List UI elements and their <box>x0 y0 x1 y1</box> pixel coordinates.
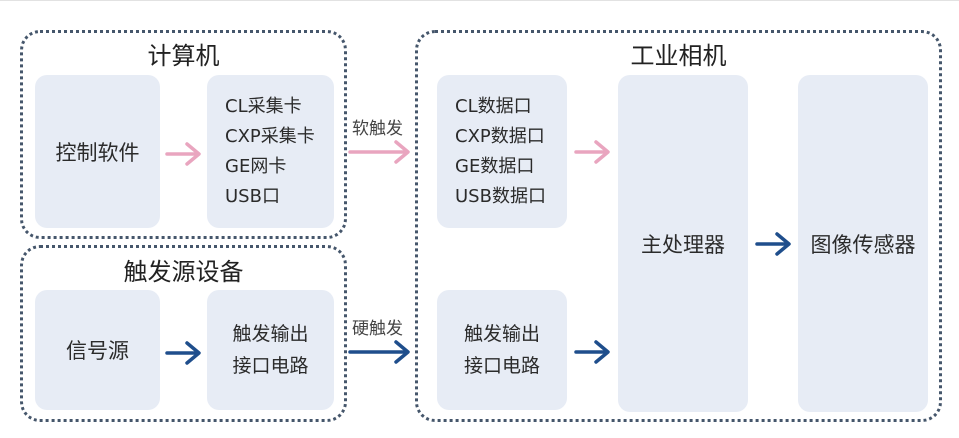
image-sensor-label: 图像传感器 <box>810 232 916 257</box>
trigger-source-group <box>20 245 347 422</box>
top-divider <box>0 0 959 1</box>
main-processor-box: 主处理器 <box>618 75 748 412</box>
soft-trigger-label: 软触发 <box>352 119 403 139</box>
signal-source-box: 信号源 <box>35 290 160 410</box>
data-port-item: CXP数据口 <box>455 125 545 147</box>
trigger-input-circuit-box: 触发输出 接口电路 <box>437 290 567 410</box>
capture-card-box: CL采集卡 CXP采集卡 GE网卡 USB口 <box>207 75 334 228</box>
arrow-right-icon <box>574 340 610 364</box>
capture-card-item: GE网卡 <box>225 155 287 177</box>
signal-source-label: 信号源 <box>66 339 129 363</box>
capture-card-item: USB口 <box>225 185 280 207</box>
arrow-right-icon <box>755 232 791 256</box>
arrow-right-icon <box>348 340 410 364</box>
trigger-source-group-title: 触发源设备 <box>123 258 244 286</box>
trigger-output-label: 触发输出 <box>232 323 309 345</box>
capture-card-item: CL采集卡 <box>225 95 302 117</box>
interface-circuit-label: 接口电路 <box>463 355 540 377</box>
capture-card-item: CXP采集卡 <box>225 125 315 147</box>
data-port-box: CL数据口 CXP数据口 GE数据口 USB数据口 <box>437 75 567 228</box>
arrow-right-icon <box>348 140 410 164</box>
data-port-item: CL数据口 <box>455 95 532 117</box>
control-software-label: 控制软件 <box>55 140 140 165</box>
image-sensor-box: 图像传感器 <box>798 75 928 412</box>
arrow-right-icon <box>165 142 201 166</box>
control-software-box: 控制软件 <box>35 75 160 228</box>
arrow-right-icon <box>574 140 610 164</box>
main-processor-label: 主处理器 <box>641 232 725 257</box>
data-port-item: GE数据口 <box>455 155 535 177</box>
data-port-item: USB数据口 <box>455 185 546 207</box>
computer-group-title: 计算机 <box>147 42 220 70</box>
interface-circuit-label: 接口电路 <box>232 355 309 377</box>
trigger-input-label: 触发输出 <box>463 323 540 345</box>
arrow-right-icon <box>165 341 201 365</box>
computer-group <box>20 30 347 239</box>
trigger-output-circuit-box: 触发输出 接口电路 <box>207 290 334 410</box>
hard-trigger-label: 硬触发 <box>352 319 403 339</box>
industrial-camera-group <box>415 30 942 422</box>
industrial-camera-group-title: 工业相机 <box>630 42 727 70</box>
